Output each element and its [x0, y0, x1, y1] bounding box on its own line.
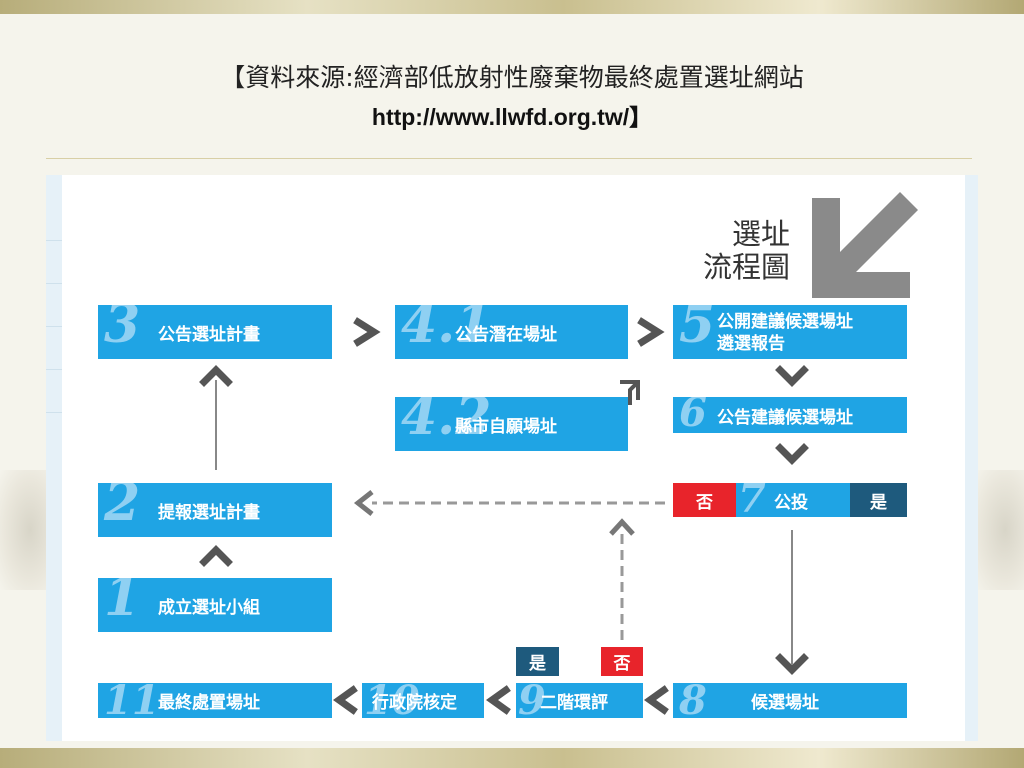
- step-2-box: 2 提報選址計畫: [98, 483, 332, 537]
- chevron-left-icon: [332, 685, 358, 715]
- step-label: 縣市自願場址: [455, 416, 557, 437]
- step-label: 最終處置場址: [158, 693, 260, 713]
- vote-no-badge: 否: [673, 483, 736, 517]
- step-label: 公投: [774, 492, 808, 513]
- step-number: 9: [518, 683, 546, 718]
- step-number: 6: [679, 397, 707, 433]
- step-label: 行政院核定: [372, 693, 457, 713]
- chevron-right-icon: [353, 317, 381, 347]
- step-number: 4.1: [401, 305, 492, 355]
- chevron-right-icon: [637, 317, 665, 347]
- step-label: 公告建議候選場址: [717, 407, 853, 428]
- flowchart-title: 選址 流程圖: [670, 218, 790, 284]
- step-label: 候選場址: [751, 693, 819, 713]
- edge-line: [46, 369, 62, 370]
- bent-arrow-icon: [620, 380, 640, 400]
- step-number: 2: [104, 483, 141, 533]
- step-label-line2: 遴選報告: [717, 334, 785, 354]
- step-label: 提報選址計畫: [158, 502, 260, 523]
- step-4-2-box: 4.2 縣市自願場址: [395, 397, 628, 451]
- step-3-box: 3 公告選址計畫: [98, 305, 332, 359]
- step-6-box: 6 公告建議候選場址: [673, 397, 907, 433]
- top-decorative-band: [0, 0, 1024, 14]
- step-label: 公告潛在場址: [455, 324, 557, 345]
- step-number: 4.2: [401, 397, 492, 447]
- step-number: 8: [679, 683, 707, 718]
- step-number: 3: [104, 305, 141, 355]
- chevron-left-icon: [485, 685, 511, 715]
- step-7-box: 7 公投: [736, 483, 850, 517]
- corner-arrow-icon: [812, 192, 918, 298]
- chevron-down-icon: [775, 653, 809, 675]
- vote-yes-badge: 是: [850, 483, 907, 517]
- step-10-box: 10 行政院核定: [362, 683, 484, 718]
- step-11-box: 11 最終處置場址: [98, 683, 332, 718]
- chevron-down-icon: [775, 443, 809, 465]
- title-divider: [46, 158, 972, 159]
- chevron-left-icon: [643, 685, 669, 715]
- chevron-up-icon: [199, 545, 233, 567]
- step-label: 公告選址計畫: [158, 324, 260, 345]
- edge-line: [46, 283, 62, 284]
- step-9-box: 9 二階環評: [516, 683, 643, 718]
- flowchart-title-line1: 選址: [731, 217, 790, 251]
- step-number: 11: [104, 683, 160, 718]
- source-title: 【資料來源:經濟部低放射性廢棄物最終處置選址網站: [220, 63, 804, 92]
- step-label: 二階環評: [540, 693, 608, 713]
- chevron-down-icon: [775, 365, 809, 387]
- step-label: 公開建議候選場址 遴選報告: [717, 305, 903, 359]
- step-5-box: 5 公開建議候選場址 遴選報告: [673, 305, 907, 359]
- step-number: 7: [738, 483, 766, 517]
- step-1-box: 1 成立選址小組: [98, 578, 332, 632]
- chevron-up-icon: [199, 365, 233, 387]
- source-url: http://www.llwfd.org.tw/】: [371, 104, 653, 130]
- panel-left-edge: [46, 175, 62, 741]
- step-number: 1: [104, 578, 141, 628]
- step-8-box: 8 候選場址: [673, 683, 907, 718]
- edge-line: [46, 326, 62, 327]
- bottom-decorative-band: [0, 748, 1024, 768]
- edge-line: [46, 412, 62, 413]
- step-label: 成立選址小組: [158, 597, 260, 618]
- dashed-arrow-up-icon: [609, 518, 635, 536]
- flowchart-title-line2: 流程圖: [702, 250, 790, 284]
- step-4-1-box: 4.1 公告潛在場址: [395, 305, 628, 359]
- step-number: 10: [364, 683, 420, 718]
- panel-right-edge: [965, 175, 978, 741]
- edge-line: [46, 240, 62, 241]
- right-leaf-decoration: [975, 470, 1024, 590]
- eia-yes-badge: 是: [516, 647, 559, 676]
- step-number: 5: [679, 305, 716, 355]
- eia-no-badge: 否: [601, 647, 643, 676]
- dashed-arrow-left-icon: [353, 490, 374, 516]
- step-label-line1: 公開建議候選場址: [717, 312, 853, 332]
